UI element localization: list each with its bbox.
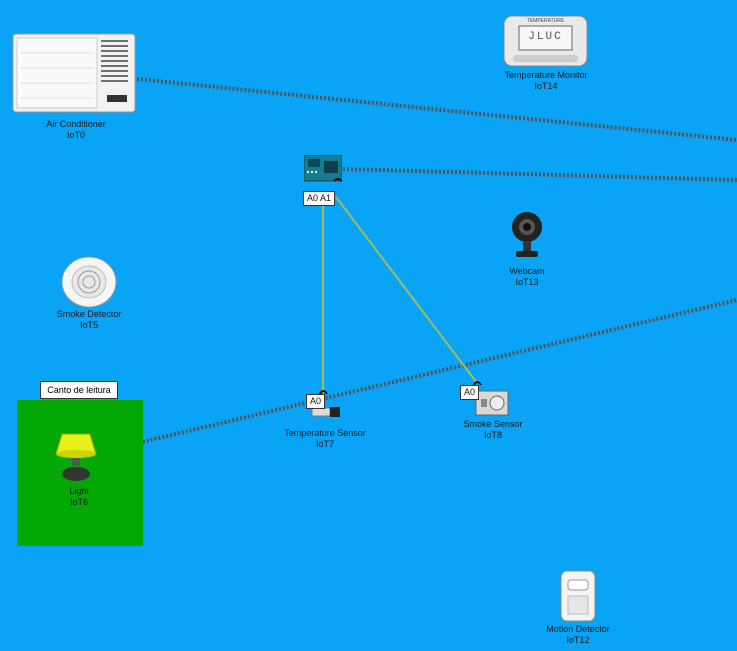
device-name: Smoke Sensor [463, 419, 523, 429]
light-label: Light IoT6 [69, 486, 89, 508]
smoke-sensor-icon [473, 381, 509, 416]
device-name: Motion Detector [546, 624, 610, 634]
device-id: IoT6 [69, 497, 88, 507]
motion-detector-device[interactable] [559, 570, 597, 622]
monitor-display-text: JLUC [528, 31, 563, 43]
lamp-icon [55, 433, 97, 481]
device-id: IoT0 [66, 130, 85, 140]
motion-detector-icon [560, 570, 596, 622]
smoke-detector-icon [61, 256, 117, 308]
monitor-header-text: TEMPERATURE [526, 18, 565, 24]
mcu-port-label[interactable]: A0 A1 [303, 191, 336, 206]
air-conditioner-icon [12, 33, 136, 113]
cluster-title[interactable]: Canto de leitura [40, 381, 118, 399]
smokesensor-port-label[interactable]: A0 [460, 385, 480, 400]
microcontroller-board-icon [303, 154, 343, 182]
wireless-link-ac [136, 77, 737, 142]
microcontroller-device[interactable] [303, 154, 343, 185]
smoke-detector-device[interactable] [61, 256, 117, 308]
light-device[interactable] [54, 430, 98, 484]
temperature-monitor-icon [503, 15, 588, 67]
wire-mcu-smokesensor [335, 196, 478, 384]
device-name: Light [69, 486, 89, 496]
tempsensor-port-label[interactable]: A0 [306, 394, 326, 409]
device-name: Webcam [509, 266, 545, 276]
device-id: IoT13 [515, 277, 539, 287]
wireless-link-mcu [342, 167, 737, 182]
smoke-detector-label: Smoke Detector IoT5 [57, 309, 122, 331]
webcam-icon [512, 212, 542, 257]
webcam-device[interactable] [511, 210, 543, 262]
device-name: Air Conditioner [46, 119, 106, 129]
device-id: IoT8 [483, 430, 502, 440]
air-conditioner-device[interactable] [12, 33, 136, 113]
device-id: IoT12 [566, 635, 590, 645]
device-name: Temperature Sensor [284, 428, 366, 438]
temperature-monitor-label: Temperature Monitor IoT14 [504, 70, 587, 92]
motion-detector-label: Motion Detector IoT12 [546, 624, 610, 646]
device-id: IoT14 [534, 81, 558, 91]
smoke-sensor-device[interactable] [470, 377, 512, 419]
temperature-sensor-label: Temperature Sensor IoT7 [284, 428, 366, 450]
temperature-monitor-device[interactable]: TEMPERATURE JLUC [503, 15, 588, 67]
device-name: Smoke Detector [56, 309, 122, 319]
device-id: IoT7 [315, 439, 335, 449]
device-name: Temperature Monitor [504, 70, 588, 80]
air-conditioner-label: Air Conditioner IoT0 [46, 119, 106, 141]
webcam-label: Webcam IoT13 [509, 266, 544, 288]
device-id: IoT5 [79, 320, 98, 330]
wireless-link-light [99, 298, 737, 454]
smoke-sensor-label: Smoke Sensor IoT8 [463, 419, 522, 441]
